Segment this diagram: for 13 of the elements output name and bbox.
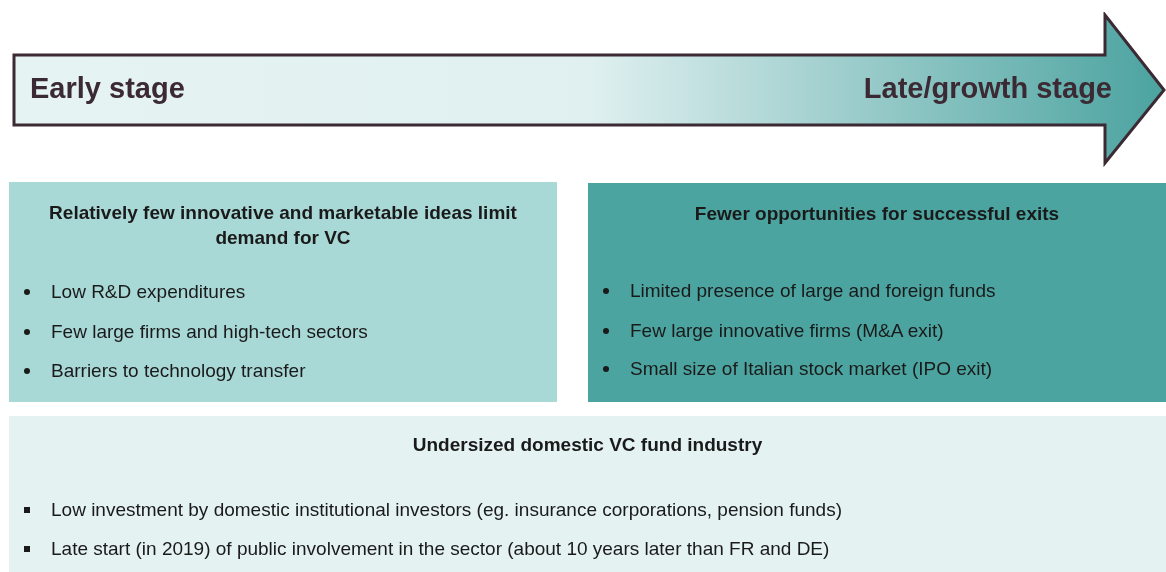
bullet-text: Late start (in 2019) of public involvement in the sector (about 10 years later than FR and DE)	[51, 537, 830, 561]
bullet-text: Low R&D expenditures	[51, 280, 246, 304]
stage-label: Early stage	[30, 72, 185, 105]
bullet-text: Low investment by domestic institutional investors (eg. insurance corporations, pension funds)	[51, 498, 842, 522]
panel-heading: Fewer opportunities for successful exits	[693, 202, 1061, 226]
panel-heading: Relatively few innovative and marketable ideas limit demand for VC	[48, 201, 518, 250]
bullet-text: Small size of Italian stock market (IPO exit)	[630, 357, 993, 381]
bullet-text: Few large innovative firms (M&A exit)	[630, 319, 944, 343]
bullet-text: Few large firms and high-tech sectors	[51, 320, 368, 344]
bullet-text: Limited presence of large and foreign funds	[630, 279, 996, 303]
stage-label: Late/growth stage	[863, 72, 1112, 105]
panel-heading: Undersized domestic VC fund industry	[411, 433, 764, 457]
bullet-text: Barriers to technology transfer	[51, 359, 306, 383]
